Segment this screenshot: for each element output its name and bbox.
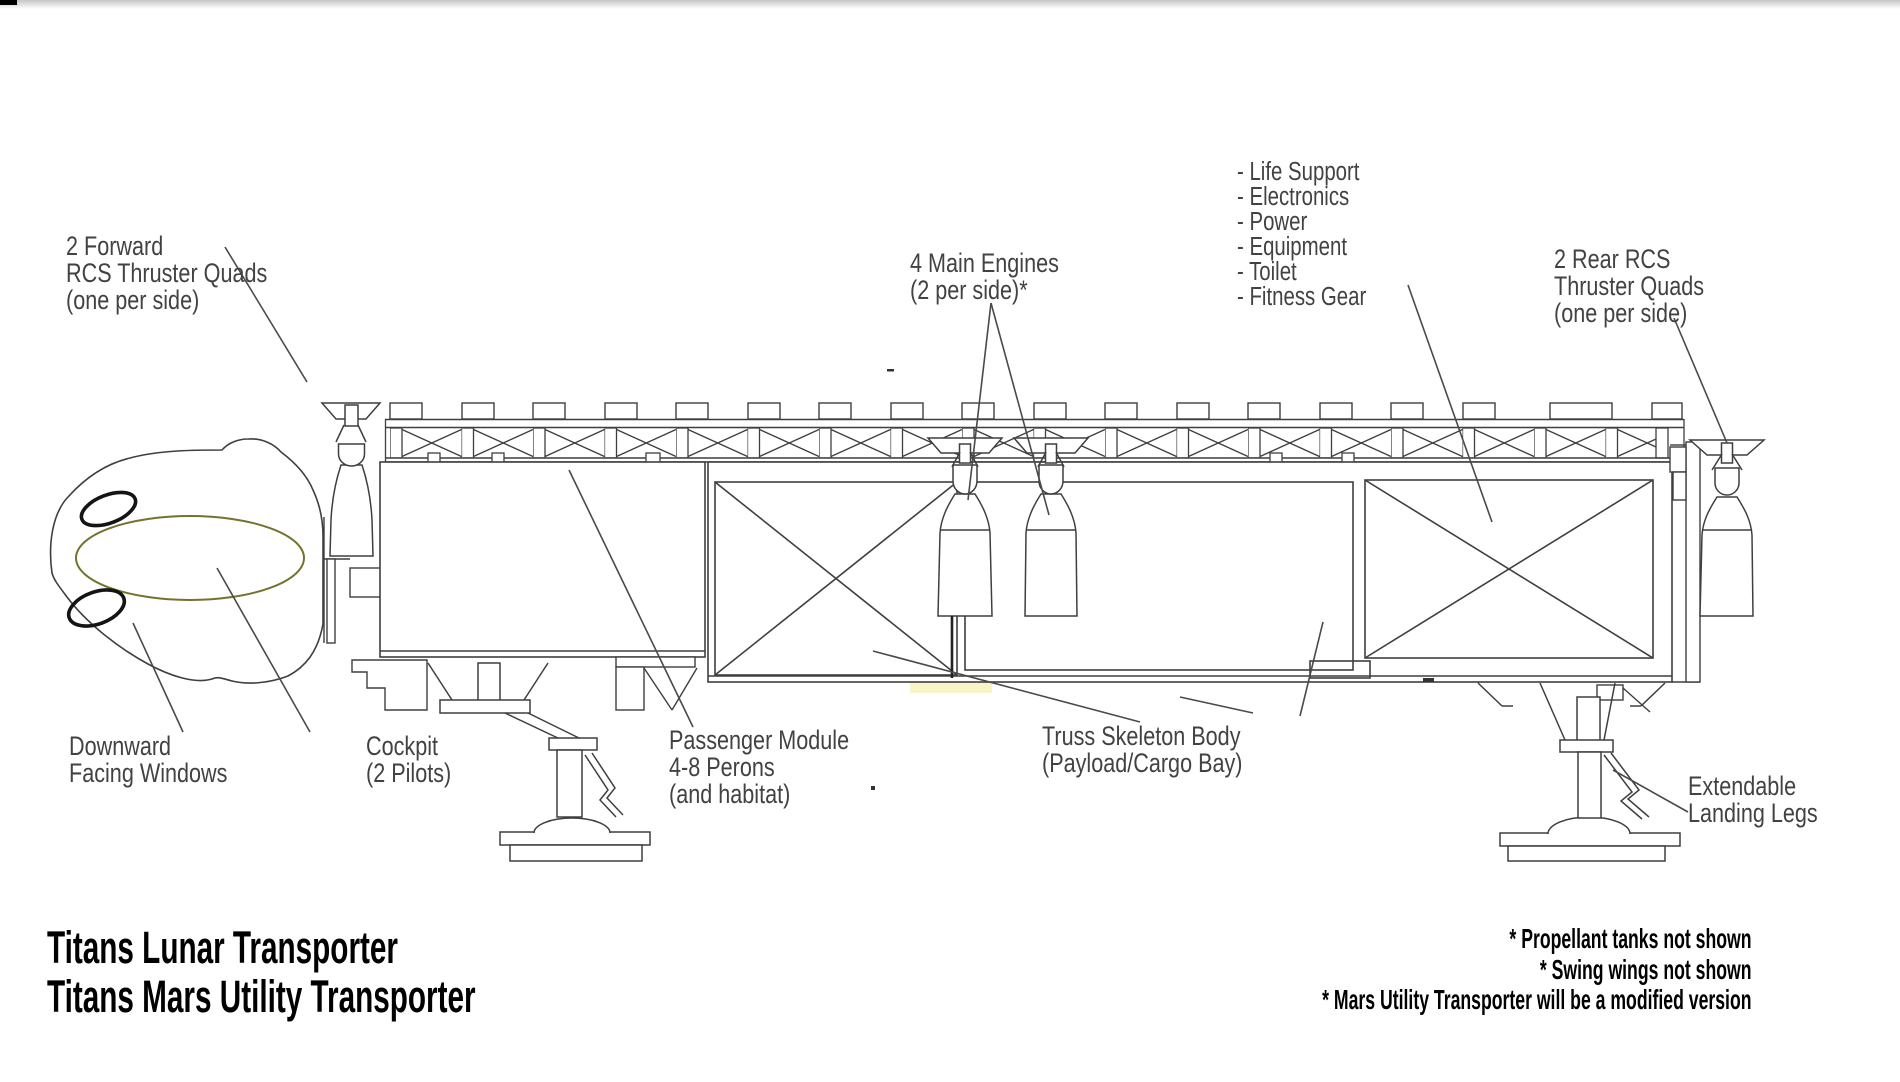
forward-rcs-thruster — [320, 402, 382, 557]
leader-engine-b — [990, 302, 1050, 516]
leader-engine-a — [967, 302, 992, 501]
label-cockpit: Cockpit (2 Pilots) — [366, 731, 452, 788]
rear-rcs-thruster — [1688, 439, 1766, 617]
label-forward-rcs: 2 Forward RCS Thruster Quads (one per si… — [66, 231, 268, 315]
cargo-bay-body — [707, 461, 1700, 683]
title-mars: Titans Mars Utility Transporter — [47, 971, 476, 1022]
tail-panel — [1669, 441, 1701, 683]
rear-bay-bracket — [1596, 684, 1651, 713]
label-rear-rcs: 2 Rear RCS Thruster Quads (one per side) — [1554, 244, 1705, 328]
leader-truss-b — [1179, 696, 1254, 714]
stray-marks — [871, 369, 1434, 790]
top-shadow — [0, 0, 1900, 9]
leader-forward-rcs — [224, 246, 308, 383]
label-module-contents: - Life Support - Electronics - Power - E… — [1237, 158, 1367, 311]
label-passenger-module: Passenger Module 4-8 Perons (and habitat… — [669, 725, 850, 809]
upper-window — [79, 490, 138, 528]
corner-artifact — [0, 0, 17, 5]
diagram-titles: Titans Lunar Transporter Titans Mars Uti… — [47, 923, 476, 1021]
leader-cockpit — [216, 567, 311, 733]
lower-window — [66, 588, 127, 628]
label-main-engines: 4 Main Engines (2 per side)* — [910, 248, 1059, 305]
footnotes: * Propellant tanks not shown * Swing win… — [1322, 923, 1752, 1016]
leader-windows — [132, 622, 184, 733]
front-landing-leg — [427, 662, 651, 862]
pod-hull-accent — [75, 515, 305, 601]
footnote-propellant: * Propellant tanks not shown — [1509, 923, 1752, 954]
title-lunar: Titans Lunar Transporter — [47, 922, 398, 973]
leader-truss-a — [872, 650, 1141, 723]
passenger-module-body — [379, 461, 706, 658]
leader-truss-c — [1299, 621, 1324, 717]
leader-contents — [1407, 284, 1493, 523]
leader-lines — [132, 246, 1728, 813]
underside-brackets — [351, 656, 1651, 713]
footnote-mars-version: * Mars Utility Transporter will be a mod… — [1322, 984, 1752, 1015]
main-engine-2 — [1012, 437, 1090, 617]
leader-landing-legs — [1612, 769, 1689, 813]
label-downward-windows: Downward Facing Windows — [69, 731, 228, 788]
bay-panel-rear — [1364, 479, 1654, 659]
label-landing-legs: Extendable Landing Legs — [1688, 771, 1818, 828]
footnote-swing-wings: * Swing wings not shown — [1540, 953, 1752, 985]
truss-spine — [384, 402, 1685, 465]
truss-clamps — [389, 402, 1683, 420]
leader-rear-rcs — [1673, 317, 1728, 444]
cockpit-pod — [49, 438, 324, 684]
label-truss-body: Truss Skeleton Body (Payload/Cargo Bay) — [1042, 721, 1243, 778]
leader-passenger — [568, 469, 694, 728]
pod-neck — [323, 517, 382, 644]
rear-landing-leg — [1477, 682, 1681, 862]
bay-bottom-block — [1309, 660, 1371, 679]
